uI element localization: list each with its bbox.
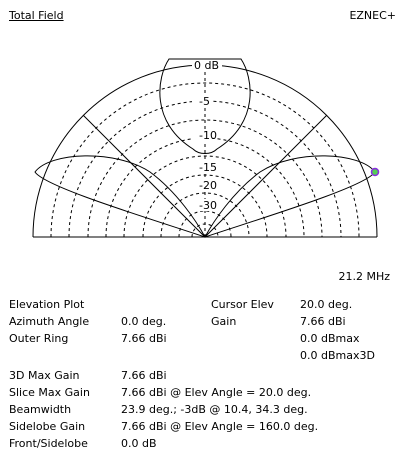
brand-label: EZNEC+ xyxy=(349,9,396,22)
max-gain-3d-value: 7.66 dBi xyxy=(121,369,167,382)
ring-label-background xyxy=(192,95,212,107)
ring-label: -20 xyxy=(199,179,217,192)
grid-ring xyxy=(50,82,360,238)
gain-value-dbmax: 0.0 dBmax xyxy=(300,332,360,345)
ring-label: -10 xyxy=(199,129,217,142)
beamwidth-label: Beamwidth xyxy=(9,403,72,416)
ring-label: -15 xyxy=(199,161,217,174)
polar-elevation-plot[interactable]: 0 dB -5 -10 -15 -20 -30 xyxy=(0,0,406,250)
slice-max-gain-value: 7.66 dBi @ Elev Angle = 20.0 deg. xyxy=(121,386,312,399)
front-sidelobe-label: Front/Sidelobe xyxy=(9,437,88,450)
plot-type-label: Elevation Plot xyxy=(9,298,85,311)
gain-label: Gain xyxy=(211,315,237,328)
ring-label-background xyxy=(192,161,212,173)
ring-label: -5 xyxy=(199,95,210,108)
outer-ring-label: Outer Ring xyxy=(9,332,69,345)
polar-grid xyxy=(32,64,378,238)
front-sidelobe-value: 0.0 dB xyxy=(121,437,157,450)
radiation-pattern-trace xyxy=(34,58,376,239)
grid-ring xyxy=(87,119,323,238)
radial-line xyxy=(204,115,327,238)
beamwidth-value: 23.9 deg.; -3dB @ 10.4, 34.3 deg. xyxy=(121,403,308,416)
ring-label-background xyxy=(192,199,212,211)
ring-labels: 0 dB -5 -10 -15 -20 -30 xyxy=(192,59,222,212)
grid-ring xyxy=(160,192,250,238)
ring-label-background xyxy=(192,129,212,141)
cursor-elev-value: 20.0 deg. xyxy=(300,298,353,311)
ring-label: -30 xyxy=(199,199,217,212)
azimuth-angle-label: Azimuth Angle xyxy=(9,315,90,328)
ring-label-background xyxy=(192,179,212,191)
gain-value-dbi: 7.66 dBi xyxy=(300,315,346,328)
sidelobe-gain-label: Sidelobe Gain xyxy=(9,420,86,433)
grid-ring xyxy=(105,137,305,238)
slice-max-gain-label: Slice Max Gain xyxy=(9,386,90,399)
cursor-elev-label: Cursor Elev xyxy=(211,298,274,311)
grid-ring xyxy=(68,100,342,238)
frequency-label: 21.2 MHz xyxy=(338,270,390,283)
ring-label: 0 dB xyxy=(194,59,219,72)
max-gain-3d-label: 3D Max Gain xyxy=(9,369,80,382)
ring-label-background xyxy=(192,59,222,71)
cursor-dot xyxy=(370,167,380,177)
plot-title: Total Field xyxy=(9,9,64,22)
radial-line xyxy=(83,115,206,238)
gain-value-dbmax3d: 0.0 dBmax3D xyxy=(300,349,375,362)
sidelobe-gain-value: 7.66 dBi @ Elev Angle = 160.0 deg. xyxy=(121,420,319,433)
cursor-marker[interactable] xyxy=(370,167,380,177)
azimuth-angle-value: 0.0 deg. xyxy=(121,315,167,328)
outer-ring-value: 7.66 dBi xyxy=(121,332,167,345)
